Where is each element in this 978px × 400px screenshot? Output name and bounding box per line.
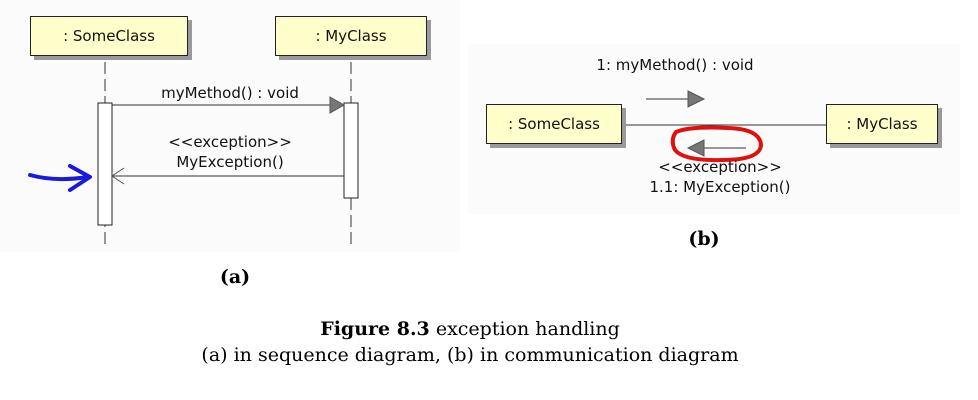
panel-a-label: (a)	[219, 266, 251, 288]
highlight-arrow-icon	[28, 164, 92, 192]
myclass-object-label: : MyClass	[315, 27, 387, 45]
call-arrowhead	[687, 90, 706, 108]
exception-message-label: MyException()	[176, 153, 284, 171]
figure-title: exception handling	[435, 318, 620, 340]
comm-someclass-object-label: : SomeClass	[508, 115, 600, 133]
figure-caption-subtitle: (a) in sequence diagram, (b) in communic…	[201, 344, 739, 366]
highlight-circle-icon	[670, 125, 763, 163]
myclass-activation-bar	[343, 102, 359, 199]
exception-stereotype-label: <<exception>>	[168, 133, 292, 151]
comm-myclass-object-label: : MyClass	[846, 115, 918, 133]
comm-exception-stereotype-label: <<exception>>	[658, 158, 782, 176]
comm-exception-message-label: 1.1: MyException()	[649, 178, 791, 196]
call-message-arrowhead	[329, 96, 346, 114]
comm-someclass-object: : SomeClass	[486, 104, 622, 144]
someclass-activation-bar	[97, 102, 113, 226]
someclass-object-label: : SomeClass	[63, 27, 155, 45]
figure-number: Figure 8.3	[320, 318, 430, 340]
myclass-object: : MyClass	[275, 16, 427, 56]
call-message-label: myMethod() : void	[161, 84, 299, 102]
comm-myclass-object: : MyClass	[826, 104, 938, 144]
someclass-object: : SomeClass	[30, 16, 188, 56]
exception-message-arrowhead	[111, 167, 125, 185]
panel-b-label: (b)	[688, 228, 720, 250]
figure-caption-title: Figure 8.3 exception handling	[0, 318, 940, 340]
sequence-diagram: : SomeClass : MyClass myMethod() : void …	[0, 0, 460, 252]
comm-call-message-label: 1: myMethod() : void	[596, 56, 754, 74]
exception-arrowhead	[686, 139, 705, 157]
sequence-diagram-lines	[28, 62, 359, 248]
